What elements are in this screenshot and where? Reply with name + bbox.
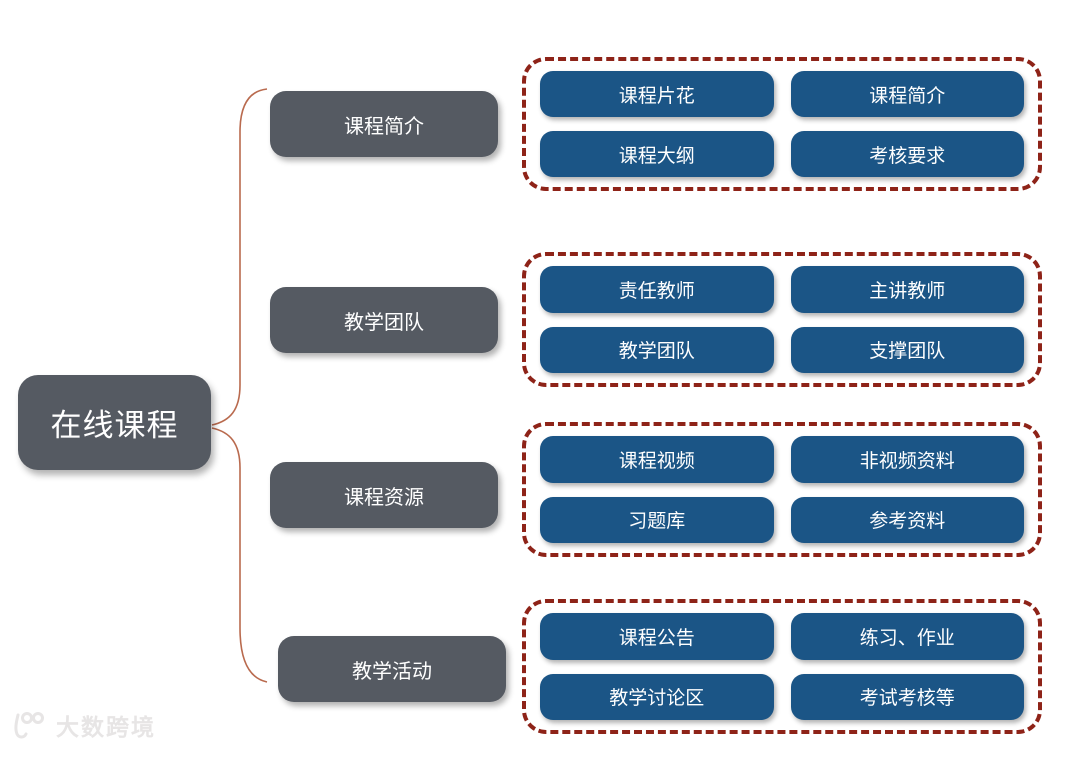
leaf-label: 主讲教师 <box>869 280 946 302</box>
leaf-label: 考核要求 <box>869 145 946 167</box>
leaf-label: 课程片花 <box>618 85 695 107</box>
group-teaching-activities: 课程公告 练习、作业 教学讨论区 考试考核等 <box>522 599 1042 734</box>
leaf-node: 课程视频 <box>540 436 774 483</box>
watermark: 大数跨境 <box>10 708 156 742</box>
leaf-node: 主讲教师 <box>790 266 1024 313</box>
leaf-node: 习题库 <box>540 496 774 543</box>
leaf-label: 课程简介 <box>869 85 946 107</box>
leaf-label: 课程视频 <box>618 450 695 472</box>
branch-node-label: 课程资源 <box>344 486 424 509</box>
leaf-label: 责任教师 <box>618 280 695 302</box>
group-course-intro: 课程片花 课程简介 课程大纲 考核要求 <box>522 57 1042 191</box>
root-node-online-course: 在线课程 <box>18 375 211 470</box>
leaf-node: 参考资料 <box>790 496 1024 543</box>
leaf-node: 考核要求 <box>790 131 1024 177</box>
leaf-node: 教学讨论区 <box>540 673 774 720</box>
leaf-label: 课程公告 <box>618 627 695 649</box>
group-course-resources: 课程视频 非视频资料 习题库 参考资料 <box>522 422 1042 557</box>
branch-node-teaching-team: 教学团队 <box>270 287 498 353</box>
leaf-node: 练习、作业 <box>790 613 1024 660</box>
leaf-label: 教学团队 <box>618 341 695 363</box>
leaf-label: 非视频资料 <box>859 450 955 472</box>
leaf-node: 非视频资料 <box>790 436 1024 483</box>
leaf-label: 参考资料 <box>869 511 946 533</box>
branch-node-label: 教学团队 <box>344 311 424 334</box>
leaf-label: 习题库 <box>628 511 686 533</box>
branch-node-course-intro: 课程简介 <box>270 91 498 157</box>
leaf-node: 课程片花 <box>540 71 774 117</box>
leaf-node: 责任教师 <box>540 266 774 313</box>
branch-node-label: 课程简介 <box>344 115 424 138</box>
connector-bottom-curve <box>211 427 268 683</box>
branch-node-label: 教学活动 <box>352 660 432 683</box>
leaf-node: 考试考核等 <box>790 673 1024 720</box>
branch-node-teaching-activities: 教学活动 <box>278 636 506 702</box>
connector-top-curve <box>211 88 268 426</box>
dashu-100-logo-icon <box>14 712 44 739</box>
leaf-node: 课程简介 <box>790 71 1024 117</box>
leaf-node: 支撑团队 <box>790 326 1024 373</box>
root-node-label: 在线课程 <box>50 408 179 443</box>
leaf-node: 课程公告 <box>540 613 774 660</box>
group-teaching-team: 责任教师 主讲教师 教学团队 支撑团队 <box>522 252 1042 387</box>
watermark-brand-text: 大数跨境 <box>56 714 156 740</box>
leaf-label: 教学讨论区 <box>609 688 705 710</box>
leaf-label: 练习、作业 <box>859 627 955 649</box>
leaf-node: 教学团队 <box>540 326 774 373</box>
leaf-label: 支撑团队 <box>869 341 946 363</box>
leaf-label: 考试考核等 <box>859 688 955 710</box>
branch-node-course-resources: 课程资源 <box>270 462 498 528</box>
leaf-label: 课程大纲 <box>618 145 695 167</box>
leaf-node: 课程大纲 <box>540 131 774 177</box>
